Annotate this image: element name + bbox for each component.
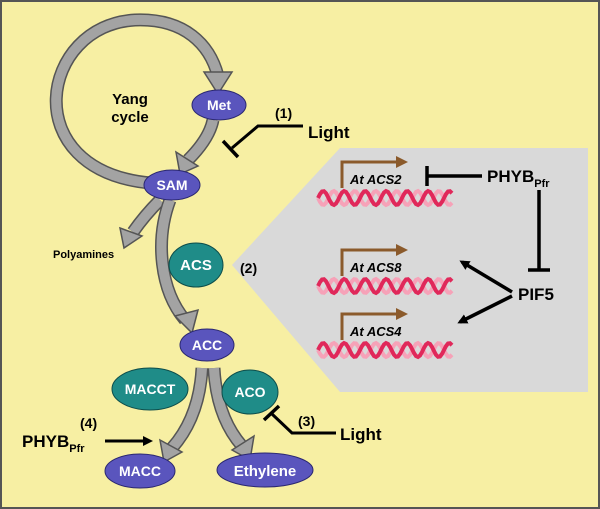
phyb-left-text: PHYB xyxy=(22,432,69,451)
gene-label: At ACS2 xyxy=(349,172,402,187)
sam-acc-arrow xyxy=(156,198,189,324)
dna-strand xyxy=(316,188,454,208)
sam-polyamines-arrow xyxy=(128,196,164,235)
phyb-inset-text: PHYB xyxy=(487,167,534,186)
gene-row: At ACS8 xyxy=(316,244,454,296)
promoter-arrow xyxy=(340,308,408,340)
node-macc: MACC xyxy=(104,453,176,489)
gene-group: At ACS2 At ACS8 At ACS4 xyxy=(316,156,454,360)
gene-row: At ACS2 xyxy=(316,156,454,208)
acc-ethylene-arrow xyxy=(209,367,246,450)
node-acs-label: ACS xyxy=(180,257,212,274)
met-sam-arrow xyxy=(184,118,218,164)
light-bottom-inhibit-line xyxy=(270,412,336,435)
inset-panel xyxy=(232,148,588,392)
gene-label: At ACS8 xyxy=(349,260,402,275)
yang-loop xyxy=(51,14,223,188)
sam-polyamines-arrowhead xyxy=(119,226,144,250)
light-bottom-label: Light xyxy=(340,425,382,444)
acc-macc-arrow xyxy=(168,367,207,452)
met-sam-arrowhead xyxy=(174,150,200,176)
step1-label: (1) xyxy=(275,105,292,121)
dna-strand xyxy=(316,276,454,296)
pif5-acs8-arrow xyxy=(459,260,513,294)
node-acc: ACC xyxy=(179,328,235,362)
acc-macc-arrowhead xyxy=(158,438,184,464)
dna-strand xyxy=(316,276,454,296)
yang-title-line2: cycle xyxy=(111,109,149,126)
node-ethylene-label: Ethylene xyxy=(234,463,297,480)
dna-strand xyxy=(316,340,454,360)
light-top-inhibit-line xyxy=(231,124,303,150)
node-macc-label: MACC xyxy=(119,463,161,479)
gene-row: At ACS4 xyxy=(316,308,454,360)
node-met-label: Met xyxy=(207,97,231,113)
node-macct-label: MACCT xyxy=(125,381,176,397)
node-sam: SAM xyxy=(143,169,201,201)
promoter-arrow xyxy=(340,156,408,188)
pif5-label: PIF5 xyxy=(518,285,554,304)
node-sam-label: SAM xyxy=(156,177,187,193)
sam-acc-arrowhead xyxy=(173,308,200,335)
step4-label: (4) xyxy=(80,415,97,431)
dna-strand xyxy=(316,340,454,360)
node-acs: ACS xyxy=(168,242,224,288)
node-met: Met xyxy=(191,89,247,121)
node-ethylene: Ethylene xyxy=(216,452,314,488)
polyamines-label: Polyamines xyxy=(53,249,114,261)
light-bottom-inhibit-bar xyxy=(262,404,281,422)
light-top-label: Light xyxy=(308,123,350,142)
gene-label: At ACS4 xyxy=(349,324,402,339)
dna-strand xyxy=(316,188,454,208)
node-acc-label: ACC xyxy=(192,337,222,353)
pif5-acs4-arrow xyxy=(457,294,513,324)
phyb-left-label: PHYBPfr xyxy=(22,432,85,455)
node-macct: MACCT xyxy=(111,367,189,411)
step2-label: (2) xyxy=(240,260,257,276)
phyb-left-sub: Pfr xyxy=(69,443,85,455)
light-top-inhibit-bar xyxy=(221,139,240,159)
yang-title-line1: Yang xyxy=(112,91,148,108)
phyb-inset-sub: Pfr xyxy=(534,178,550,190)
node-aco: ACO xyxy=(221,369,279,415)
phyb-inset-label: PHYBPfr xyxy=(487,167,550,190)
promoter-arrow xyxy=(340,244,408,276)
yang-loop-arrowhead xyxy=(202,71,234,96)
node-aco-label: ACO xyxy=(234,384,265,400)
step3-label: (3) xyxy=(298,413,315,429)
